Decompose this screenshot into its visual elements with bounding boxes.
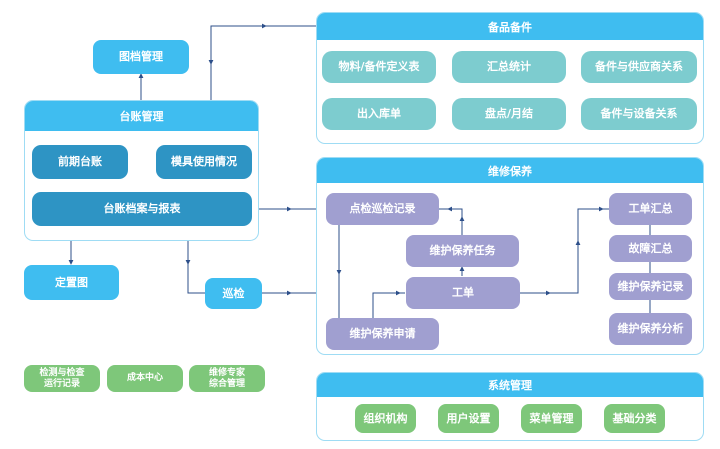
jiance-label-2: 运行记录 xyxy=(43,378,80,389)
tudang-guanli-node[interactable]: 图档管理 xyxy=(93,40,189,74)
beipin-item-churuku[interactable]: 出入库单 xyxy=(322,98,436,130)
zhuanjia-label-2: 综合管理 xyxy=(208,378,245,389)
xitong-panel-title: 系统管理 xyxy=(317,373,703,397)
baoyang-shenqing-node[interactable]: 维护保养申请 xyxy=(326,318,439,350)
dingzhitu-label: 定置图 xyxy=(55,275,88,289)
dangan-baobiao-label: 台账档案与报表 xyxy=(103,202,181,216)
baoyang-fenxi-label: 维护保养分析 xyxy=(617,322,684,336)
qianqi-taizhang-label: 前期台账 xyxy=(58,155,102,169)
edge-taizhang-xunjian xyxy=(187,241,205,294)
edge-shenqing-gongdan xyxy=(372,292,405,318)
jiance-node[interactable]: 检测与检查 运行记录 xyxy=(24,365,100,392)
beipin-item-pandian[interactable]: 盘点/月结 xyxy=(452,98,566,130)
guzhang-huizong-node[interactable]: 故障汇总 xyxy=(609,235,692,262)
baoyang-jilu-node[interactable]: 维护保养记录 xyxy=(609,273,692,300)
beipin-item-pandian-label: 盘点/月结 xyxy=(484,107,534,121)
xunjian-label: 巡检 xyxy=(222,286,245,300)
xitong-item-caidan-label: 菜单管理 xyxy=(529,411,574,425)
baoyang-jilu-label: 维护保养记录 xyxy=(617,279,684,293)
baoyang-renwu-node[interactable]: 维护保养任务 xyxy=(406,235,519,267)
baoyang-shenqing-label: 维护保养申请 xyxy=(349,327,416,341)
baoyang-renwu-label: 维护保养任务 xyxy=(429,244,496,258)
beipin-item-huizong[interactable]: 汇总统计 xyxy=(452,51,566,83)
beipin-item-shebei-label: 备件与设备关系 xyxy=(600,107,678,121)
gongdan-label: 工单 xyxy=(452,286,474,300)
beipin-item-wuliao[interactable]: 物料/备件定义表 xyxy=(322,51,436,83)
dingzhitu-node[interactable]: 定置图 xyxy=(24,265,119,300)
chengben-label: 成本中心 xyxy=(126,373,163,384)
weixiu-panel-title: 维修保养 xyxy=(317,158,703,183)
beipin-item-wuliao-label: 物料/备件定义表 xyxy=(338,60,420,74)
beipin-item-gongyingshang[interactable]: 备件与供应商关系 xyxy=(581,51,697,83)
taizhang-panel-title: 台账管理 xyxy=(25,101,258,131)
edge-taizhang-beipin xyxy=(210,25,316,100)
zhuanjia-node[interactable]: 维修专家 综合管理 xyxy=(189,365,265,392)
beipin-item-gongyingshang-label: 备件与供应商关系 xyxy=(595,60,683,74)
zhuanjia-label-1: 维修专家 xyxy=(208,367,245,378)
moju-node[interactable]: 模具使用情况 xyxy=(156,145,252,179)
xitong-item-zuzhi-label: 组织机构 xyxy=(363,411,408,425)
xitong-item-yonghu[interactable]: 用户设置 xyxy=(438,404,499,433)
jiance-label-1: 检测与检查 xyxy=(39,367,85,378)
xunjian-node[interactable]: 巡检 xyxy=(205,278,262,309)
dianjian-node[interactable]: 点检巡检记录 xyxy=(326,193,439,225)
moju-label: 模具使用情况 xyxy=(171,155,237,169)
beipin-panel-title: 备品备件 xyxy=(317,13,703,40)
beipin-item-churuku-label: 出入库单 xyxy=(357,107,401,121)
beipin-item-shebei[interactable]: 备件与设备关系 xyxy=(581,98,697,130)
beipin-item-huizong-label: 汇总统计 xyxy=(487,60,531,74)
guzhang-huizong-label: 故障汇总 xyxy=(628,241,673,255)
gongdan-node[interactable]: 工单 xyxy=(406,277,520,309)
gongdan-huizong-label: 工单汇总 xyxy=(628,202,673,216)
tudang-guanli-label: 图档管理 xyxy=(119,50,163,64)
xitong-item-zuzhi[interactable]: 组织机构 xyxy=(355,404,416,433)
weixiu-panel: 维修保养 xyxy=(316,157,704,355)
edge-dianjian-renwu xyxy=(439,208,463,235)
qianqi-taizhang-node[interactable]: 前期台账 xyxy=(32,145,128,179)
xitong-item-caidan[interactable]: 菜单管理 xyxy=(521,404,582,433)
gongdan-huizong-node[interactable]: 工单汇总 xyxy=(609,193,692,225)
dangan-baobiao-node[interactable]: 台账档案与报表 xyxy=(32,192,252,226)
xitong-item-jichu[interactable]: 基础分类 xyxy=(604,404,665,433)
dianjian-label: 点检巡检记录 xyxy=(349,202,416,216)
chengben-node[interactable]: 成本中心 xyxy=(107,365,183,392)
baoyang-fenxi-node[interactable]: 维护保养分析 xyxy=(609,313,692,345)
xitong-item-jichu-label: 基础分类 xyxy=(612,411,657,425)
xitong-item-yonghu-label: 用户设置 xyxy=(446,411,491,425)
